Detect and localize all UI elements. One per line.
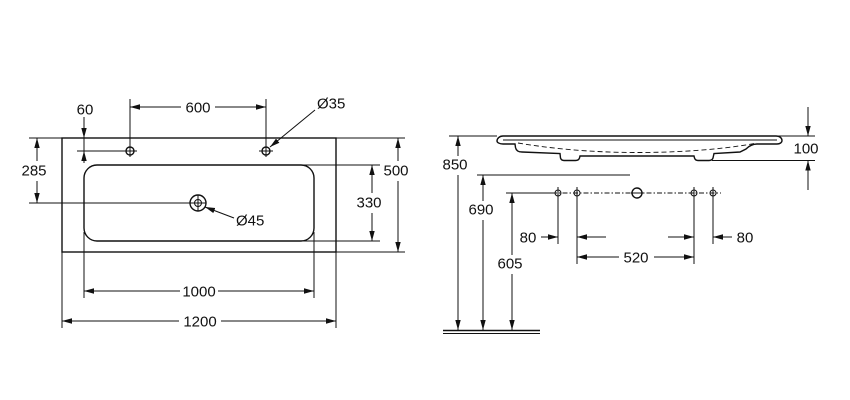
tap-hole-diameter-callout: Ø35	[269, 96, 345, 148]
bowl-depth-label: 330	[356, 195, 381, 212]
drain-diameter-callout: Ø45	[204, 206, 264, 230]
tap-edge-offset-label: 60	[77, 102, 94, 119]
fixing-height-label: 605	[497, 256, 522, 273]
basin-side-profile	[496, 135, 783, 162]
bowl-width-dimension: 1000	[83, 232, 315, 301]
fixing-hole-1	[554, 187, 562, 244]
fixing-hole-3	[690, 187, 698, 264]
tap-hole-diameter-leader	[269, 109, 316, 148]
waste-outlet-symbol	[631, 187, 643, 199]
overall-width-dimension: 1200	[61, 252, 337, 331]
upper-height-label: 690	[468, 202, 493, 219]
tap-hole-right	[259, 99, 273, 157]
fixing-hole-4	[709, 187, 717, 244]
right-hole-spacing-label: 80	[737, 230, 754, 247]
thickness-dimension: 100	[712, 107, 819, 190]
fixing-spacing-dimension: 520	[577, 250, 694, 267]
overall-height-dimension: 850	[442, 135, 497, 330]
fixing-height-dimension: 605	[497, 192, 552, 330]
drain-diameter-leader	[204, 206, 235, 219]
bowl-inner-contour	[517, 142, 758, 153]
plan-view: 60 600 Ø35 285 Ø45 500	[21, 96, 408, 331]
tap-spacing-dimension: 600	[130, 100, 266, 117]
basin-outer-outline	[61, 137, 337, 253]
overall-depth-label: 500	[383, 163, 408, 180]
fixing-spacing-label: 520	[623, 250, 648, 267]
drain-diameter-label: Ø45	[236, 213, 264, 230]
left-hole-spacing-dimension: 80	[520, 230, 606, 247]
bowl-depth-dimension: 330	[302, 164, 382, 242]
tap-spacing-label: 600	[185, 100, 210, 117]
fixing-hole-2	[573, 187, 581, 264]
drain-edge-offset-label: 285	[21, 163, 46, 180]
overall-height-label: 850	[442, 157, 467, 174]
drain-edge-offset-dimension: 285	[21, 137, 206, 204]
overall-depth-dimension: 500	[336, 137, 409, 253]
side-view: 850 690 605	[442, 107, 819, 334]
tap-edge-offset-dimension: 60	[77, 102, 94, 163]
thickness-label: 100	[793, 141, 818, 158]
bowl-width-label: 1000	[182, 284, 215, 301]
overall-width-label: 1200	[183, 314, 216, 331]
floor-line	[443, 329, 540, 334]
left-hole-spacing-label: 80	[520, 230, 537, 247]
upper-height-dimension: 690	[468, 174, 630, 330]
tap-hole-diameter-label: Ø35	[317, 96, 345, 113]
right-hole-spacing-dimension: 80	[668, 230, 753, 247]
